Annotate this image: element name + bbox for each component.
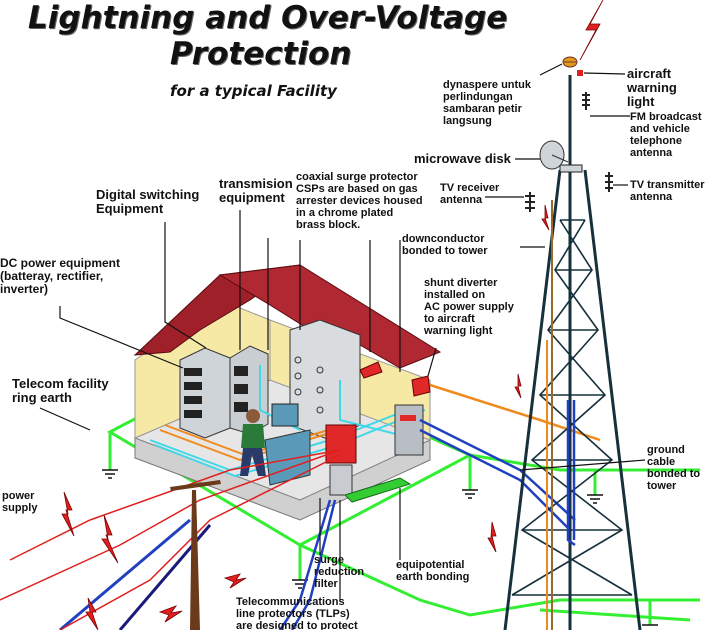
label-power-supply: power supply	[2, 490, 38, 514]
lightning-bolt-icon	[158, 605, 183, 623]
label-tv-transmitter: TV transmitter antenna	[630, 179, 705, 203]
dc-power-rack	[179, 347, 231, 439]
label-aircraft-warning-light: aircraft warning light	[627, 66, 677, 110]
shunt-diverter	[411, 375, 431, 397]
lightning-bolt-icon	[487, 521, 497, 553]
lightning-bolt-icon	[61, 491, 75, 537]
label-dynasphere: dynaspere untuk perlindungan sambaran pe…	[443, 79, 532, 127]
aircraft-warning-light	[577, 70, 583, 76]
lightning-bolt-icon	[223, 573, 247, 589]
label-surge-reduction-filter: surge reduction filter	[314, 554, 365, 590]
lightning-bolt-icon	[541, 204, 550, 231]
microwave-dish-icon	[539, 140, 569, 170]
lightning-bolt-icon	[85, 597, 99, 630]
earth-ground-icon	[102, 469, 118, 479]
lightning-bolt-icon	[579, 0, 604, 61]
surge-reduction-filter-box	[325, 424, 357, 464]
label-shunt-diverter: shunt diverter installed on AC power sup…	[424, 277, 514, 337]
label-ground-cable: ground cable bonded to tower	[647, 444, 701, 492]
label-tlp: Telecommunications line protectors (TLPs…	[236, 596, 358, 630]
desk	[264, 429, 311, 486]
page-title: Lightning and Over-Voltage	[28, 0, 508, 36]
fm-antenna	[582, 92, 590, 110]
label-dc-power-equipment: DC power equipment (batteray, rectifier,…	[0, 256, 121, 296]
earth-ground-icon	[587, 494, 603, 504]
label-coaxial-csp: coaxial surge protector CSPs are based o…	[296, 171, 423, 231]
tlp-box	[329, 464, 353, 496]
ground-symbols	[102, 469, 658, 626]
page-title-line-2: Protection	[170, 36, 352, 72]
monitor	[271, 403, 299, 427]
label-equipotential-bonding: equipotential earth bonding	[396, 559, 470, 583]
lightning-bolts	[61, 0, 604, 630]
communication-tower	[503, 75, 642, 630]
dynasphere-terminal-icon	[562, 56, 578, 68]
label-tv-receiver: TV receiver antenna	[440, 182, 500, 206]
label-digital-switching: Digital switching Equipment	[96, 187, 200, 217]
leader-lines	[39, 63, 646, 600]
equipotential-link	[299, 543, 700, 617]
tv-receiver-antenna	[525, 192, 535, 212]
earth-ground-icon	[462, 489, 478, 499]
equipotential-busbar	[344, 477, 412, 503]
lightning-bolt-icon	[101, 514, 119, 564]
utility-pole	[170, 480, 221, 630]
label-ring-earth: Telecom facility ring earth	[12, 376, 109, 406]
coaxial-csp	[359, 361, 383, 379]
tv-transmitter-antenna	[605, 172, 613, 192]
roof-right	[218, 264, 442, 369]
ground-bar-panel	[394, 404, 424, 456]
operator-person-icon	[240, 403, 311, 486]
label-microwave-disk: microwave disk	[414, 151, 511, 166]
lightning-bolt-icon	[514, 373, 522, 399]
surge-protectors	[325, 361, 431, 503]
label-transmission-equipment: transmision equipment	[219, 176, 293, 206]
label-downconductor: downconductor bonded to tower	[402, 233, 488, 257]
tower-base-ground	[539, 608, 691, 622]
page-subtitle: for a typical Facility	[170, 82, 337, 100]
label-fm-broadcast: FM broadcast and vehicle telephone anten…	[630, 111, 702, 159]
